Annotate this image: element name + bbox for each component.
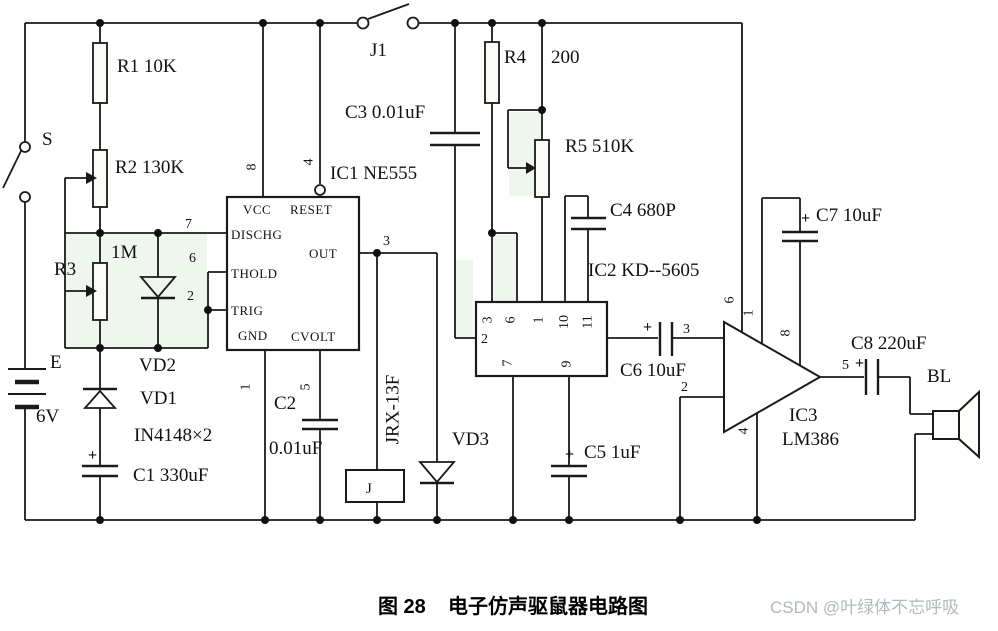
ic1-pin-vcc: VCC: [243, 202, 272, 217]
figure-number: 图 28: [378, 596, 426, 618]
ic3-pin2-number: 2: [681, 380, 688, 395]
c6-plus-icon: +: [643, 319, 653, 336]
ic3-pin3-number: 3: [683, 322, 690, 337]
diode-vd2-icon: [139, 276, 177, 299]
label-r3-value: 1M: [111, 242, 138, 263]
label-r3: R3: [54, 259, 77, 280]
ic1-pin-reset: RESET: [290, 202, 333, 217]
ic1-pin7-number: 7: [185, 217, 192, 232]
c7-plus-icon: +: [801, 210, 811, 227]
ic1-pin-dischg: DISCHG: [231, 227, 283, 242]
ic1-pin2-number: 2: [187, 289, 194, 304]
figure-title: 电子仿声驱鼠器电路图: [448, 596, 648, 618]
switch-symbols: [19, 3, 420, 203]
label-r4: R4: [504, 47, 527, 68]
wiper-arrow-r2-icon: [86, 172, 97, 184]
ic2-pin2-number: 2: [481, 332, 488, 347]
diode-vd3-icon: [418, 461, 456, 484]
ic3-lm386-amp-icon: [723, 320, 823, 434]
capacitor-symbols: [82, 131, 880, 478]
label-vd3: VD3: [452, 429, 489, 450]
ic2-pin11-number: 11: [580, 315, 596, 329]
label-battery-6v: 6V: [36, 406, 60, 427]
label-r1: R1 10K: [117, 56, 177, 77]
ic2-pin7-number: 7: [500, 359, 516, 367]
ic2-pin10-number: 10: [557, 315, 572, 329]
label-c3: C3 0.01uF: [345, 102, 426, 123]
resistor-r4-icon: [484, 41, 500, 104]
ic2-pin3-number: 3: [480, 316, 496, 324]
csdn-watermark: CSDN @叶绿体不忘呼吸: [770, 598, 960, 617]
label-battery-e: E: [50, 352, 62, 373]
c1-plus-icon: +: [88, 447, 98, 464]
speaker-symbol: [932, 389, 980, 460]
label-r2: R2 130K: [115, 157, 185, 178]
diode-symbols: [83, 276, 456, 485]
label-c4: C4 680P: [610, 200, 676, 221]
junction-dots: [96, 19, 761, 524]
ic1-pin-gnd: GND: [238, 328, 268, 343]
potentiometer-r5-icon: [534, 139, 550, 198]
c5-plus-icon: +: [565, 446, 575, 463]
label-j1: J1: [370, 40, 387, 61]
label-vd1: VD1: [140, 388, 177, 409]
ic1-pin6-number: 6: [189, 251, 196, 266]
ic1-pin-out: OUT: [309, 246, 338, 261]
ic-symbols: [225, 184, 823, 503]
ic1-pin8-number: 8: [244, 163, 260, 171]
label-ic2: IC2 KD--5605: [588, 260, 700, 281]
ic3-pin5-number: 5: [842, 358, 849, 373]
ic2-pin9-number: 9: [559, 360, 575, 368]
ic3-pin8-number: 8: [778, 329, 794, 337]
label-relay-coil-j: J: [366, 481, 372, 497]
ic1-pin4-number: 4: [301, 158, 317, 166]
label-r5: R5 510K: [565, 136, 635, 157]
label-c1: C1 330uF: [133, 465, 209, 486]
battery-symbol: [8, 368, 46, 410]
relay-contact-j1-icon: [356, 16, 370, 30]
label-ic3-model: LM386: [782, 429, 839, 450]
label-c2: C2: [274, 393, 297, 414]
resistor-r1-icon: [92, 42, 108, 104]
resistor-symbols: [92, 41, 550, 321]
wiper-arrows: [86, 162, 536, 297]
label-speaker-bl: BL: [927, 366, 952, 387]
label-c2-value: 0.01uF: [269, 438, 323, 459]
ic2-pin1-number: 1: [531, 316, 547, 324]
label-c6: C6 10uF: [620, 360, 686, 381]
wires: [2, 22, 933, 521]
label-switch-s: S: [42, 129, 53, 150]
speaker-body-icon: [932, 410, 960, 440]
label-relay-model: JRX-13F: [382, 374, 404, 445]
ic3-pin6-number: 6: [722, 296, 738, 304]
ic2-kd5605-box-icon: [474, 300, 609, 378]
wiper-arrow-r3-icon: [86, 285, 97, 297]
ic3-pin4-number: 4: [736, 427, 752, 435]
ic1-pin3-number: 3: [383, 234, 390, 249]
ic1-pin-cvolt: CVOLT: [291, 329, 336, 344]
ic1-ne555-box-icon: [225, 195, 361, 352]
ic3-pin1-number: 1: [741, 309, 757, 317]
label-ic3: IC3: [789, 405, 818, 426]
ic1-pin-trig: TRIG: [231, 303, 264, 318]
ic1-pin5-number: 5: [298, 383, 314, 391]
relay-coil-box-icon: [345, 469, 405, 503]
c8-plus-icon: +: [855, 355, 865, 372]
ic2-pin6-number: 6: [503, 316, 519, 324]
switch-s-contact-icon: [19, 141, 31, 153]
wiper-arrow-r5-icon: [526, 162, 536, 174]
label-c5: C5 1uF: [584, 442, 641, 463]
reset-inversion-bubble-icon: [314, 184, 326, 196]
label-diode-type: IN4148×2: [134, 425, 213, 446]
label-r4-value: 200: [551, 47, 580, 68]
speaker-cone-icon: [958, 389, 980, 460]
ic1-pin1-number: 1: [238, 383, 254, 391]
label-ic1: IC1 NE555: [330, 163, 418, 184]
label-c7: C7 10uF: [816, 205, 882, 226]
label-vd2: VD2: [139, 355, 176, 376]
ic1-pin-thold: THOLD: [231, 266, 278, 281]
label-c8: C8 220uF: [851, 333, 927, 354]
